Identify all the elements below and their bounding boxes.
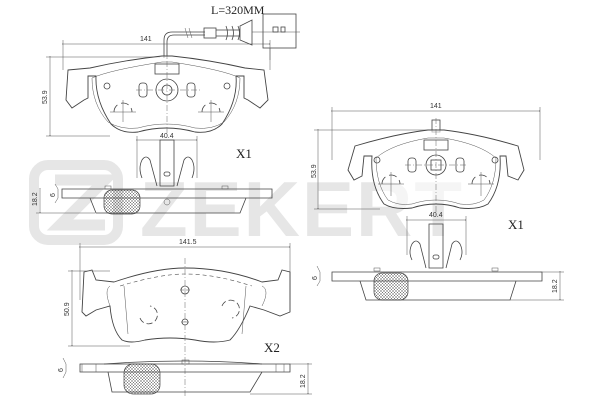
- total-thickness-label: 18.2: [32, 192, 39, 206]
- retaining-clip: [409, 223, 463, 269]
- drawing-3-side-view: 6 18.2: [58, 357, 312, 395]
- height-dimension-label: 53.9: [42, 90, 49, 104]
- drawing-2-front-view: 141 53.9 40.4 X1: [311, 103, 540, 269]
- quantity-label: X1: [508, 217, 524, 232]
- width-dimension-label: 141.5: [179, 239, 197, 246]
- sensor-length-label: L=320MM: [211, 3, 265, 17]
- backplate-thickness-label: 6: [312, 276, 319, 280]
- width-dimension-label: 141: [430, 103, 442, 110]
- total-thickness-label: 18.2: [552, 279, 559, 293]
- quantity-label: X1: [236, 146, 252, 161]
- height-dimension-label: 50.9: [64, 302, 71, 316]
- wear-sensor-cable: [163, 13, 300, 60]
- backplate-thickness-label: 6: [50, 193, 57, 197]
- drawing-3-front-view: 141.5 50.9 X2: [64, 239, 291, 398]
- clip-width-dimension-label: 40.4: [429, 212, 443, 219]
- clip-width-dimension-label: 40.4: [160, 133, 174, 140]
- drawing-1-front-view: L=320MM 141 53.9 40.4: [42, 3, 300, 187]
- quantity-label: X2: [264, 340, 280, 355]
- width-dimension-label: 141: [140, 36, 152, 43]
- total-thickness-label: 18.2: [300, 374, 307, 388]
- backplate-thickness-label: 6: [58, 368, 65, 372]
- drawing-1-side-view: 6 18.2: [32, 183, 273, 215]
- locating-hole-right-icon: [468, 172, 494, 196]
- locating-hole-right-icon: [198, 100, 224, 122]
- drawing-2-side-view: 6 18.2: [312, 265, 564, 301]
- height-dimension-label: 53.9: [311, 164, 318, 178]
- retaining-clip: [139, 139, 195, 187]
- locating-hole-left-icon: [110, 100, 136, 122]
- locating-hole-left-icon: [378, 172, 404, 196]
